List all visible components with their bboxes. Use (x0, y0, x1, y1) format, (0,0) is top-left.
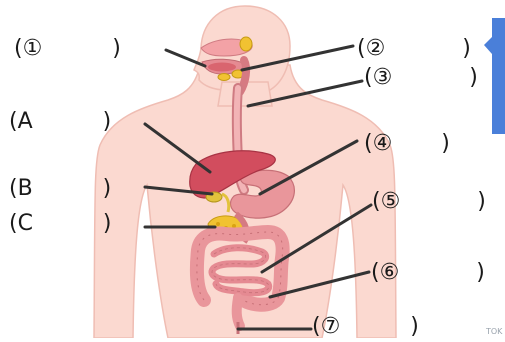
label-3: (③ ) (364, 67, 478, 89)
label-1: (① ) (14, 38, 121, 60)
label-5: (⑤ ) (372, 191, 486, 213)
side-tab (484, 18, 505, 134)
label-6: (⑥ ) (371, 262, 485, 284)
tongue (208, 63, 236, 72)
watermark: TOK (486, 328, 502, 336)
label-4: (④ ) (364, 133, 450, 155)
label-7: (⑦ ) (312, 316, 419, 338)
sublingual-gland (218, 74, 230, 81)
label-2: (② ) (357, 38, 471, 60)
parotid-gland (240, 37, 252, 51)
label-C: (C ) (9, 213, 111, 235)
label-B: (B ) (9, 178, 111, 200)
label-A: (A ) (9, 111, 111, 133)
rectum (237, 298, 240, 326)
